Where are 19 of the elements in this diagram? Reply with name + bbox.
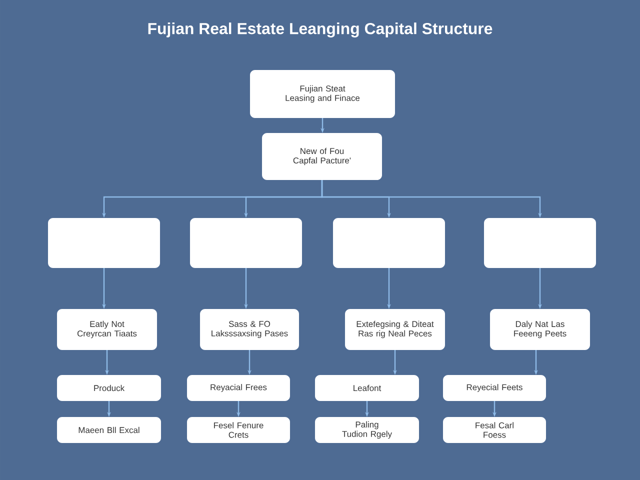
process-box: Paling Tudion Rgely	[315, 416, 419, 443]
process-box: Eatly Not Creyrcan Tiaats	[57, 308, 157, 350]
process-box: Reyecial Feets	[443, 374, 546, 401]
process-box: Daly Nat Las Feeeng Peets	[490, 308, 590, 350]
process-box: Fesel Fenure Crets	[187, 416, 290, 443]
process-box	[190, 218, 302, 268]
process-box: Reyacial Frees	[187, 374, 290, 401]
title: Fujian Real Estate Leanging Capital Structure	[148, 22, 492, 38]
process-box	[333, 218, 445, 268]
process-box: Maeen Bll Excal	[57, 416, 161, 443]
process-box	[48, 218, 160, 268]
process-box: Extefegsing & Diteat Ras rig Neal Peces	[345, 308, 445, 350]
process-box: New of Fou Capfal Pacture'	[262, 132, 382, 180]
process-box: Leafont	[315, 374, 419, 401]
process-box: Fujian Steat Leasing and Finace	[250, 70, 395, 118]
process-box: Sass & FO Laksssaxsing Pases	[200, 308, 299, 350]
process-box: Produck	[57, 374, 161, 401]
process-box	[484, 218, 596, 268]
process-box: Fesal Carl Foess	[443, 416, 546, 443]
